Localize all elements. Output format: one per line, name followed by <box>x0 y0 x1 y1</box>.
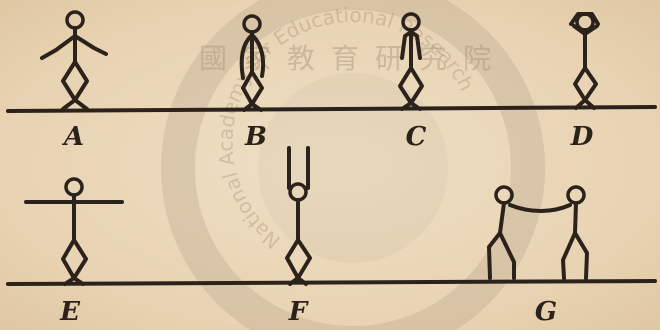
figure-label-f: F <box>289 299 307 325</box>
figure-label-b: B <box>245 124 267 150</box>
figure-label-g: G <box>535 299 557 325</box>
figure-b <box>242 16 263 110</box>
ground-line-bottom <box>8 281 655 284</box>
figure-f <box>287 148 310 284</box>
figure-label-e: E <box>60 299 80 325</box>
figure-label-c: C <box>406 124 427 150</box>
figure-g <box>489 187 587 278</box>
figure-label-a: A <box>64 124 84 150</box>
figure-a <box>42 12 106 109</box>
figure-e <box>26 179 122 284</box>
ground-line-top <box>8 107 655 111</box>
figure-d <box>571 14 598 108</box>
figure-label-d: D <box>571 124 594 150</box>
figure-c <box>400 14 422 109</box>
